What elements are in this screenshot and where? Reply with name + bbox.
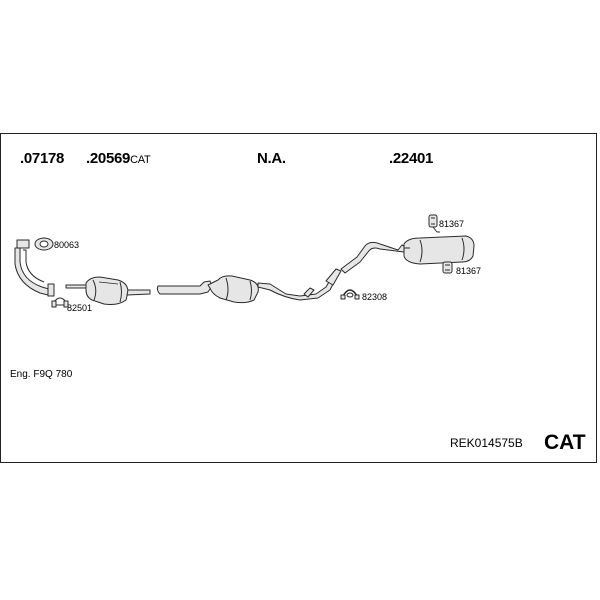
cat-badge: CAT [544, 431, 586, 454]
front-downpipe [14, 239, 55, 297]
centre-silencer-section [156, 268, 342, 304]
clamp-rear-icon [340, 289, 360, 300]
hanger-bottom-icon [442, 261, 453, 274]
part-label-82308: 82308 [362, 292, 388, 302]
diagram-frame [0, 133, 597, 463]
engine-label: Eng. F9Q 780 [10, 369, 73, 380]
part-label-82501: 82501 [67, 303, 93, 313]
label-22401: .22401 [389, 150, 434, 167]
label-07178: .07178 [20, 150, 65, 167]
rear-silencer-section [340, 235, 475, 274]
hanger-top-icon [428, 214, 440, 233]
kit-code: REK014575B [450, 436, 523, 450]
part-label-80063: 80063 [54, 240, 80, 250]
label-20569: .20569CAT [86, 150, 151, 167]
label-na: N.A. [257, 150, 286, 167]
part-label-81367-bottom: 81367 [456, 266, 482, 276]
catalytic-converter [65, 276, 151, 305]
part-label-81367-top: 81367 [439, 219, 465, 229]
clamp-front-icon [51, 297, 69, 308]
gasket-icon [34, 237, 54, 251]
